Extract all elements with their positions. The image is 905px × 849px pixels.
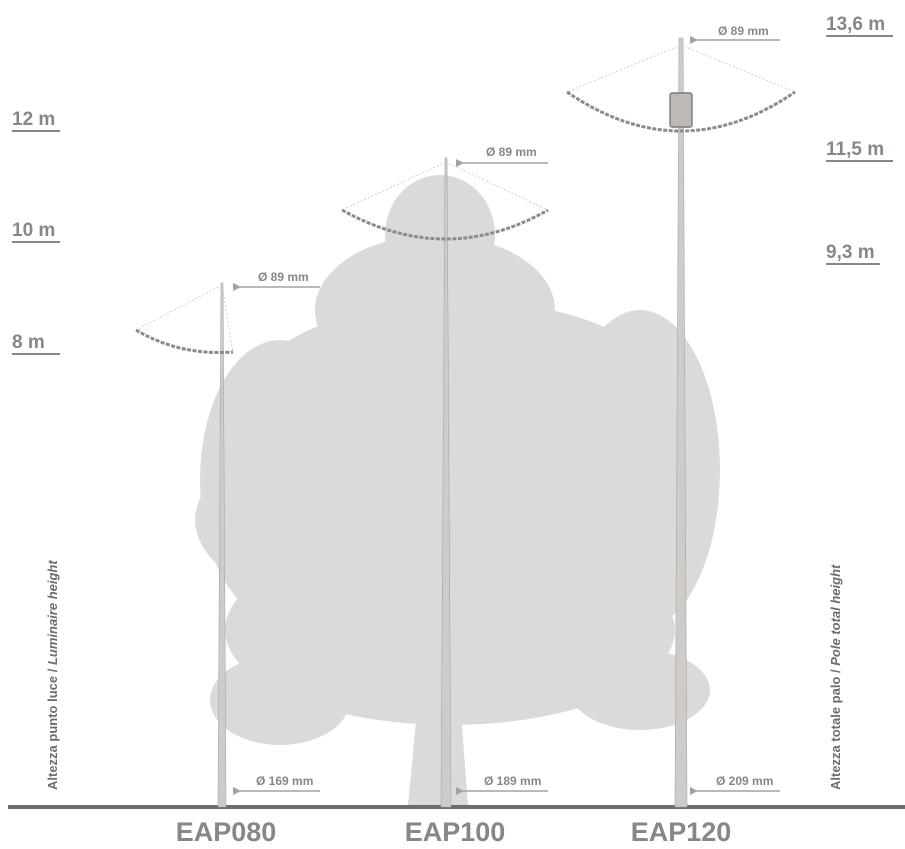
pole-eap120-model-label: EAP120 [631, 817, 732, 847]
pole-eap100-top-diameter: Ø 89 mm [486, 145, 537, 159]
pole-eap120-luminaire-head [669, 92, 693, 128]
tree-crown-right-lobe [560, 310, 720, 630]
pole-eap120-top-diameter: Ø 89 mm [718, 24, 769, 38]
left-vertical-caption: Altezza punto luce / Luminaire height [45, 560, 60, 790]
pole-eap100-luminaire-arc [341, 208, 549, 241]
pole-eap100-luminaire-fan [341, 161, 549, 211]
right-height-scale: 13,6 m 11,5 m 9,3 m [826, 14, 893, 265]
left-height-scale: 12 m 10 m 8 m [12, 109, 60, 355]
right-vertical-caption: Altezza totale palo / Pole total height [828, 564, 843, 790]
left-caption-main: Altezza punto luce / [45, 665, 60, 790]
right-caption-italic: Pole total height [828, 564, 843, 666]
pole-eap080-luminaire-fan [135, 284, 234, 353]
pole-eap080-luminaire-arc [135, 328, 234, 354]
pole-eap100: Ø 89 mm Ø 189 mm EAP100 [341, 145, 549, 847]
pole-eap120-luminaire-arc [566, 90, 796, 133]
pole-eap100-shaft [440, 157, 452, 808]
pole-eap080-model-label: EAP080 [176, 817, 277, 847]
pole-eap080: Ø 89 mm Ø 169 mm EAP080 [135, 270, 320, 847]
pole-eap120: Ø 89 mm Ø 209 mm EAP120 [566, 24, 796, 847]
pole-eap120-shaft [674, 37, 688, 808]
right-height-label: 11,5 m [826, 139, 884, 160]
right-height-label: 9,3 m [826, 242, 875, 263]
pole-eap100-model-label: EAP100 [405, 817, 506, 847]
right-caption-main: Altezza totale palo / [828, 666, 843, 790]
pole-eap080-top-diameter: Ø 89 mm [258, 270, 309, 284]
right-height-label: 13,6 m [826, 14, 885, 35]
left-height-label: 10 m [12, 220, 55, 241]
pole-eap080-base-diameter: Ø 169 mm [256, 774, 313, 788]
pole-eap100-base-diameter: Ø 189 mm [484, 774, 541, 788]
pole-eap080-shaft [217, 282, 227, 808]
pole-eap120-luminaire-fan [566, 44, 796, 93]
left-caption-italic: Luminaire height [45, 560, 60, 665]
tree-crown-left-lobe [200, 340, 360, 620]
tree-crown-bottom-left [210, 655, 350, 745]
left-height-label: 12 m [12, 109, 55, 130]
left-height-label: 8 m [12, 332, 45, 353]
tree-crown-bottom-right [570, 650, 710, 730]
pole-eap120-base-diameter: Ø 209 mm [716, 774, 773, 788]
